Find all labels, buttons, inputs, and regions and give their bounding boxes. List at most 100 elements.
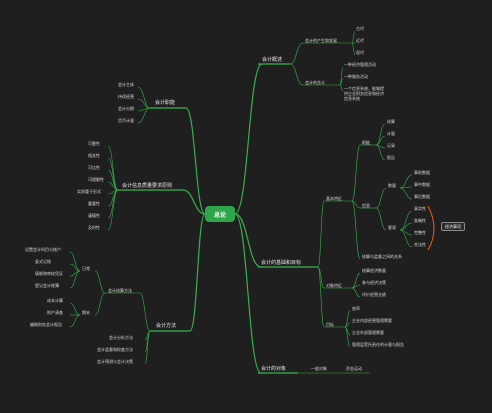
leaf-timeliness[interactable]: 及时性	[88, 225, 100, 230]
leaf-post-data[interactable]: 事后数据	[414, 194, 430, 199]
branch-line	[375, 144, 386, 161]
leaf-performance-eval[interactable]: 评价经营业绩	[362, 292, 386, 297]
branch-line	[182, 189, 206, 215]
leaf-mid-data[interactable]: 事中数据	[414, 182, 430, 187]
leaf-supervision-method[interactable]: 会计监督和检查方法	[97, 347, 133, 352]
node-history[interactable]: 会计的产生和发展	[305, 38, 337, 43]
leaf-comparability[interactable]: 可比性	[88, 165, 100, 170]
branch-line	[399, 222, 413, 231]
leaf-accounting-subject[interactable]: 会计主体	[118, 82, 134, 87]
node-quality-requirements[interactable]: 会计信息质量要求原则	[122, 183, 173, 189]
leaf-ledgers[interactable]: 登记会计账簿	[35, 283, 59, 288]
leaf-modern[interactable]: 近代	[356, 38, 364, 43]
branch-line	[107, 189, 119, 231]
leaf-record[interactable]: 记录	[387, 143, 395, 148]
leaf-economic-activity[interactable]: 一种经济管理活动	[344, 62, 376, 67]
node-basics[interactable]: 会计的基础和目标	[261, 260, 302, 266]
leaf-economic-quantity[interactable]: 核算经济数量	[362, 268, 386, 273]
leaf-external-needs[interactable]: 企业外部管理需要	[352, 330, 384, 335]
branch-line	[185, 107, 206, 215]
node-objective[interactable]: 客观	[388, 225, 396, 230]
branch-line	[137, 107, 151, 124]
leaf-substance-over-form[interactable]: 实质重于形式	[77, 189, 101, 194]
branch-line	[351, 287, 361, 298]
branch-line	[137, 86, 151, 109]
node-object-features[interactable]: 对象特征	[326, 283, 342, 288]
branch-line	[351, 200, 361, 209]
leaf-double-entry[interactable]: 复式记账	[35, 259, 51, 264]
branch-line	[399, 229, 413, 248]
branch-line	[351, 200, 361, 260]
group-bracket	[427, 205, 435, 251]
leaf-forecast-decision[interactable]: 会计预测与会计决策	[97, 359, 133, 364]
leaf-materiality[interactable]: 重要性	[88, 201, 100, 206]
leaf-accounting[interactable]: 核算	[387, 119, 395, 124]
branch-line	[375, 135, 386, 146]
branch-line	[69, 270, 81, 289]
root-node[interactable]: 总论	[205, 206, 235, 222]
branch-line	[107, 181, 119, 191]
leaf-relevance[interactable]: 相关性	[88, 153, 100, 158]
node-accounting-methods[interactable]: 会计方法	[156, 323, 177, 329]
leaf-economic-decision[interactable]: 参与经济决策	[362, 280, 386, 285]
leaf-completeness[interactable]: 完整性	[414, 230, 426, 235]
leaf-going-concern[interactable]: 持续经营	[118, 94, 134, 99]
branch-line	[375, 187, 387, 209]
node-basic-features[interactable]: 基本特征	[326, 196, 342, 201]
branch-line	[189, 213, 206, 332]
node-accounting-functions[interactable]: 会计职能	[155, 100, 176, 106]
tag-economic-matter[interactable]: 经济事项	[441, 222, 465, 231]
leaf-truthfulness[interactable]: 真实性	[414, 206, 426, 211]
node-functions[interactable]: 职能	[362, 140, 370, 145]
branch-line	[289, 63, 304, 86]
node-quantity[interactable]: 数量	[388, 183, 396, 188]
branch-line	[351, 272, 361, 289]
branch-line	[339, 84, 344, 92]
leaf-understandability[interactable]: 可理解性	[88, 177, 104, 182]
leaf-analysis-method[interactable]: 会计分析方法	[109, 335, 133, 340]
leaf-accounting-period[interactable]: 会计分期	[118, 106, 134, 111]
leaf-accuracy[interactable]: 准确性	[414, 218, 426, 223]
branch-line	[399, 187, 413, 200]
leaf-reliability[interactable]: 可靠性	[88, 141, 100, 146]
branch-line	[107, 157, 119, 191]
branch-line	[317, 266, 325, 328]
leaf-property-check[interactable]: 财产清查	[47, 310, 63, 315]
leaf-contemporary[interactable]: 现代	[356, 50, 364, 55]
leaf-set-accounts[interactable]: 设置会计科目与账户	[25, 247, 61, 252]
branch-line	[344, 310, 351, 328]
leaf-financial-report[interactable]: 编制财务会计报告	[30, 322, 62, 327]
leaf-pre-data[interactable]: 事前数据	[414, 170, 430, 175]
branch-line	[317, 200, 325, 268]
leaf-relationship[interactable]: 核算与监督之间的关系	[362, 254, 402, 259]
branch-line	[351, 42, 356, 56]
leaf-efficiency[interactable]: 效率	[352, 306, 360, 311]
branch-line	[344, 326, 351, 348]
leaf-measurement[interactable]: 计量	[387, 131, 395, 136]
node-period-end[interactable]: 期末	[82, 310, 90, 315]
leaf-monetary-measure[interactable]: 货币计量	[118, 118, 134, 123]
node-accounting-core-methods[interactable]: 会计核算方法	[108, 288, 132, 293]
leaf-service-activity[interactable]: 一种服务活动	[344, 74, 368, 79]
branch-line	[399, 174, 413, 189]
leaf-ancient[interactable]: 古代	[356, 26, 364, 31]
node-objects[interactable]: 会计的对象	[261, 366, 287, 372]
leaf-legality[interactable]: 合法性	[414, 242, 426, 247]
leaf-stewardship[interactable]: 管理层受托责任的计量与报告	[352, 342, 404, 347]
node-goals[interactable]: 目标	[326, 322, 334, 327]
node-info[interactable]: 信息	[362, 203, 370, 208]
branch-line	[94, 270, 106, 294]
node-definition[interactable]: 会计的含义	[305, 80, 325, 85]
node-overview[interactable]: 会计概述	[262, 57, 283, 63]
node-daily[interactable]: 日常	[82, 266, 90, 271]
leaf-info-system[interactable]: 一个信息系统，能够提供企业财务信息和经济信息系统	[344, 86, 384, 101]
node-general-object[interactable]: 一般对象	[311, 366, 327, 371]
leaf-vouchers[interactable]: 填制和审核凭证	[35, 271, 63, 276]
leaf-cost-calculation[interactable]: 成本计算	[47, 298, 63, 303]
leaf-capital-movement[interactable]: 资金运动	[346, 366, 362, 371]
leaf-prudence[interactable]: 谨慎性	[88, 213, 100, 218]
leaf-report[interactable]: 报告	[387, 155, 395, 160]
leaf-internal-needs[interactable]: 企业内部经营管理需要	[352, 318, 392, 323]
branch-line	[351, 144, 361, 202]
